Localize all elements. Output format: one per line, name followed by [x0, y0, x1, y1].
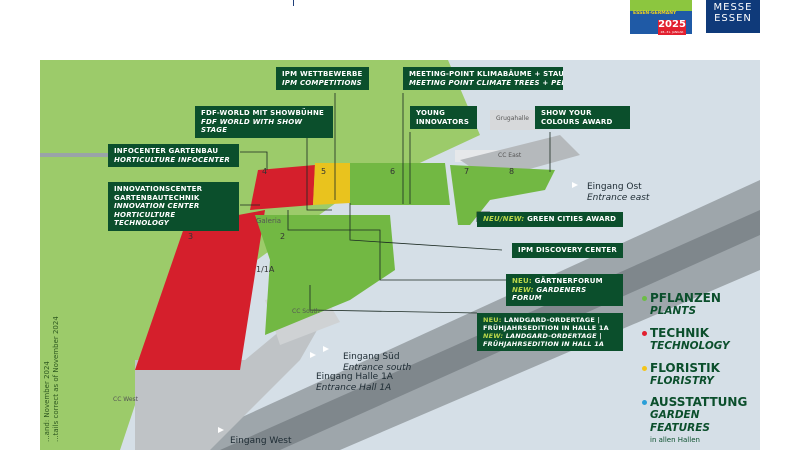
ipm-logo-year: 2025	[658, 19, 686, 30]
hall-3	[135, 210, 265, 370]
label-meeting-point: MEETING-POINT KLIMABÄUME + STAUDENMEETIN…	[403, 67, 563, 90]
hall-6	[350, 163, 450, 205]
grugahalle-label: Grugahalle	[496, 115, 529, 122]
hall-2-1a	[255, 215, 395, 335]
hall-7-8	[450, 165, 555, 225]
footnote-de: ...and: November 2024	[43, 361, 51, 442]
hall-label-6: 6	[390, 167, 396, 176]
grugahalle-building	[490, 110, 540, 130]
hall-label-8: 8	[509, 167, 515, 176]
label-landgard: NEU: LANDGARD-ORDERTAGE |FRÜHJAHRSEDITIO…	[477, 313, 623, 351]
hall-label-1-1a: 1/1A	[256, 265, 275, 274]
ipm-logo-text: ESSEN-GERMANY	[633, 11, 677, 16]
hall-5	[313, 163, 350, 205]
hall-label-3: 3	[188, 232, 194, 241]
label-discovery-center: IPM DISCOVERY CENTER	[512, 243, 623, 258]
footnote: ...and: November 2024...tails correct as…	[43, 316, 61, 442]
top-divider	[293, 0, 294, 6]
hall-label-7: 7	[464, 167, 470, 176]
hall-label-4: 4	[262, 167, 268, 176]
cc-south-label: CC South	[292, 308, 320, 315]
messe-essen-logo: MESSE ESSEN	[706, 0, 760, 33]
ipm-logo: ESSEN-GERMANY 2025 28.-31. JANUAR	[630, 0, 692, 35]
cc-west-label: CC West	[113, 396, 139, 403]
hall-label-2: 2	[280, 232, 286, 241]
ipm-logo-dates: 28.-31. JANUAR	[660, 30, 684, 34]
hall-4	[250, 165, 315, 210]
site-map: 4 5 6 7 8 3 2 1/1A Galeria Grugahalle CC…	[40, 60, 760, 450]
entrance-arrows	[218, 182, 578, 433]
entrance-west: Eingang West	[230, 436, 292, 446]
footnote-en: ...tails correct as of November 2024	[52, 316, 60, 442]
hall-label-5: 5	[321, 167, 327, 176]
galeria-label: Galeria	[256, 217, 282, 225]
cc-east-label: CC East	[498, 152, 522, 159]
label-green-cities: NEU/NEW: GREEN CITIES AWARD	[477, 212, 623, 227]
map-graphics	[40, 60, 760, 450]
